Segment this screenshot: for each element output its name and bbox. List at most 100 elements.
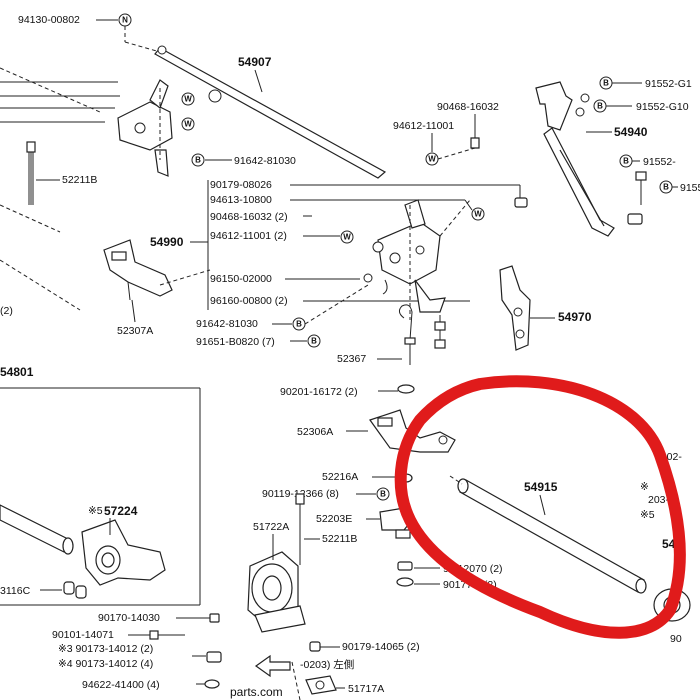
latch-mechanism-54990 xyxy=(363,199,446,313)
label-94612-11001-x2: 94612-11001 (2) xyxy=(210,230,287,242)
nut-stack-center xyxy=(396,561,414,587)
svg-text:B: B xyxy=(311,337,317,346)
w-symbol-icon: W xyxy=(181,117,195,131)
label-96160-00800: 96160-00800 (2) xyxy=(210,295,288,307)
svg-text:W: W xyxy=(428,155,436,164)
label-90-right: 90 xyxy=(670,633,682,645)
nut-icon xyxy=(309,641,321,652)
label-52306a: 52306A xyxy=(297,426,333,438)
svg-text:B: B xyxy=(195,156,201,165)
n-symbol-icon: N xyxy=(118,13,132,27)
label-52216a: 52216A xyxy=(322,471,358,483)
svg-text:B: B xyxy=(663,183,669,192)
red-highlight-circle xyxy=(394,375,686,639)
svg-text:W: W xyxy=(474,210,482,219)
svg-text:W: W xyxy=(184,95,192,104)
label-90468-16032-x2: 90468-16032 (2) xyxy=(210,211,288,223)
label-51722a: 51722A xyxy=(253,521,289,533)
label-90201-16172: 90201-16172 (2) xyxy=(280,386,358,398)
label-54940: 54940 xyxy=(614,125,648,139)
label-52211b-top: 52211B xyxy=(62,174,97,186)
label-51717a: 51717A xyxy=(348,683,384,695)
label-54907: 54907 xyxy=(238,55,272,69)
label-91651-b0820: 91651-B0820 (7) xyxy=(196,336,275,348)
rod-54907 xyxy=(154,45,387,179)
bracket-57224 xyxy=(81,519,166,586)
label-91642-81030-mid: 91642-81030 xyxy=(196,318,258,330)
direction-arrow-icon xyxy=(254,654,291,678)
svg-text:B: B xyxy=(296,320,302,329)
b-symbol-icon: B xyxy=(599,76,613,90)
svg-text:B: B xyxy=(603,79,609,88)
b-symbol-icon: B xyxy=(619,154,633,168)
label-52367: 52367 xyxy=(337,353,366,365)
label-90173-14012-x2: ※3 90173-14012 (2) xyxy=(58,643,153,655)
svg-text:B: B xyxy=(623,157,629,166)
label-94622-41400: 94622-41400 (4) xyxy=(82,679,160,691)
svg-text:B: B xyxy=(597,102,603,111)
label-90468-16032: 90468-16032 xyxy=(437,101,499,113)
w-symbol-icon: W xyxy=(425,152,439,166)
svg-text:W: W xyxy=(343,233,351,242)
clip-pair xyxy=(63,581,87,599)
label-52203e: 52203E xyxy=(316,513,352,525)
bracket-54970 xyxy=(499,265,531,351)
label-52307a: 52307A xyxy=(117,325,153,337)
label-star-a: ※ xyxy=(640,481,649,493)
label-91552-g1: 91552-G1 xyxy=(645,78,692,90)
w-symbol-icon: W xyxy=(471,207,485,221)
label-54990: 54990 xyxy=(150,235,184,249)
bolt-horizontal xyxy=(149,630,185,640)
label-57224: 57224 xyxy=(104,504,138,518)
label-203: 203- xyxy=(648,494,670,506)
label-90179-14065: 90179-14065 (2) xyxy=(342,641,420,653)
torsion-bar-54915 xyxy=(457,478,647,594)
label-94613-10800: 94613-10800 xyxy=(210,194,272,206)
svg-text:N: N xyxy=(122,16,128,25)
b-symbol-icon: B xyxy=(307,334,321,348)
bolt-pair-center xyxy=(434,315,446,349)
washer-icon xyxy=(397,384,415,394)
label-star5-b: ※5 xyxy=(640,509,655,521)
clamp-51717a xyxy=(305,675,337,695)
nut-icon xyxy=(206,651,222,663)
label-3116c: 3116C xyxy=(0,585,31,597)
label-96150-02000: 96150-02000 xyxy=(210,273,272,285)
label-0203-left: -0203) 左側 xyxy=(300,658,354,671)
b-symbol-icon: B xyxy=(292,317,306,331)
label-94612-11001: 94612-11001 xyxy=(393,120,454,132)
label-91642-81030-top: 91642-81030 xyxy=(234,155,296,167)
small-bolt-icon xyxy=(470,137,480,149)
watermark-text: parts.com xyxy=(230,685,283,699)
label-94130-00802: 94130-00802 xyxy=(18,14,80,26)
label-54915: 54915 xyxy=(524,480,558,494)
label-90170-14030: 90170-14030 xyxy=(98,612,160,624)
label-52211b-bottom: 52211B xyxy=(322,533,357,545)
label-90173-14012-x4: ※4 90173-14012 (4) xyxy=(58,658,153,670)
label-90179-08026: 90179-08026 xyxy=(210,179,272,191)
washer-icon xyxy=(204,679,220,689)
label-54801: 54801 xyxy=(0,365,34,379)
label-91552-right: 91552- xyxy=(643,156,676,168)
svg-text:W: W xyxy=(184,120,192,129)
nut-icon xyxy=(514,197,528,208)
latch-assembly-left xyxy=(117,79,222,177)
label-54970: 54970 xyxy=(558,310,592,324)
w-symbol-icon: W xyxy=(181,92,195,106)
bolt-small-right xyxy=(635,171,647,205)
stay-assembly-54940 xyxy=(535,81,643,237)
label-54-right: 54 xyxy=(662,537,676,551)
bushing-51722a xyxy=(247,551,306,633)
b-symbol-icon: B xyxy=(376,487,390,501)
label-star5-a: ※5 xyxy=(88,505,103,517)
w-symbol-icon: W xyxy=(340,230,354,244)
bracket-52307a xyxy=(103,239,173,301)
bolt-52211b-top xyxy=(26,141,36,205)
b-symbol-icon: B xyxy=(593,99,607,113)
label-9155: 9155 xyxy=(680,182,700,194)
label-91552-g10: 91552-G10 xyxy=(636,101,689,113)
label-90101-14071: 90101-14071 xyxy=(52,629,114,641)
b-symbol-icon: B xyxy=(659,180,673,194)
